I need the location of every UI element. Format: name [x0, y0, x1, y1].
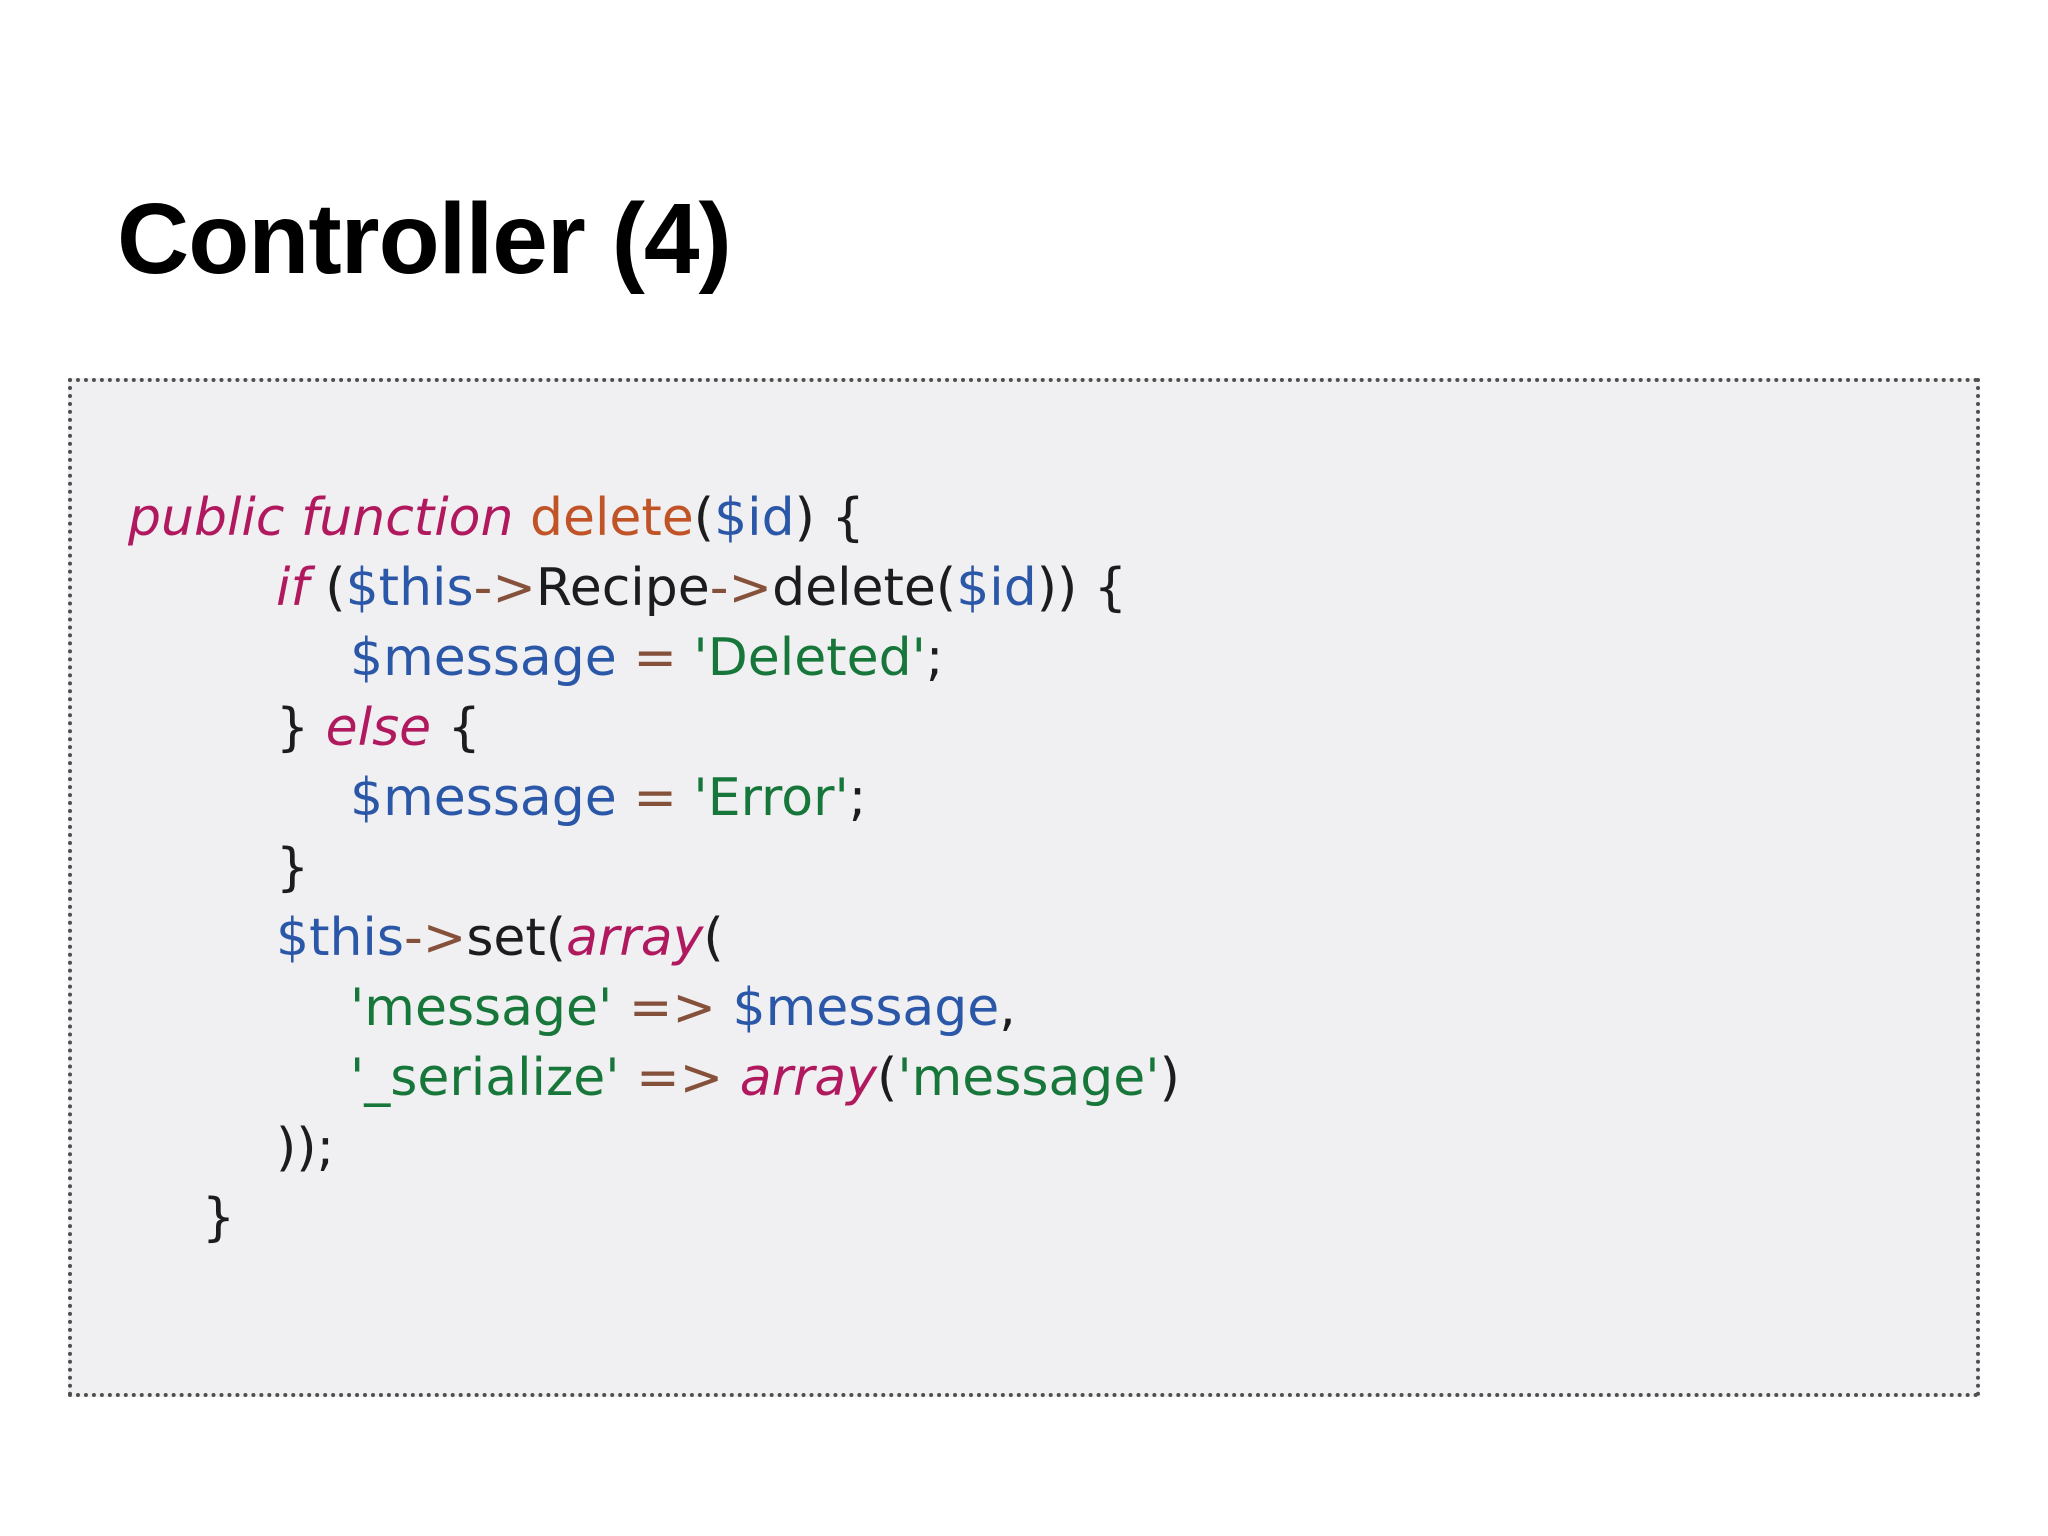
- code-token-variable: $id: [956, 558, 1037, 618]
- code-token-plain: ;: [848, 768, 867, 828]
- code-token-string: 'message': [350, 978, 613, 1038]
- code-token-plain: Recipe: [535, 558, 710, 618]
- code-token-string: 'Error': [693, 768, 849, 828]
- code-token-keyword: if: [276, 558, 309, 618]
- code-token-plain: [677, 768, 694, 828]
- code-line: $this->set(array(: [128, 903, 1936, 973]
- code-line: if ($this->Recipe->delete($id)) {: [128, 553, 1936, 623]
- code-token-variable: $id: [714, 488, 795, 548]
- code-token-plain: (: [877, 1048, 898, 1108]
- code-token-plain: [612, 978, 629, 1038]
- code-token-operator: =>: [628, 978, 716, 1038]
- code-token-string: 'Deleted': [693, 628, 926, 688]
- code-token-plain: [723, 1048, 740, 1108]
- code-token-variable: $this: [345, 558, 474, 618]
- code-token-plain: ) {: [794, 488, 865, 548]
- code-token-variable: $this: [276, 908, 404, 968]
- code-token-plain: ,: [999, 978, 1016, 1038]
- code-token-keyword: array: [739, 1048, 878, 1108]
- code-token-plain: ));: [276, 1118, 335, 1178]
- code-token-plain: [677, 628, 694, 688]
- code-token-plain: {: [431, 698, 481, 758]
- code-token-plain: (: [308, 558, 346, 618]
- code-token-string: 'message': [897, 1048, 1160, 1108]
- code-token-plain: ;: [925, 628, 944, 688]
- code-token-plain: [620, 1048, 637, 1108]
- code-token-operator: =: [633, 628, 677, 688]
- code-line: $message = 'Deleted';: [128, 623, 1936, 693]
- code-line: ));: [128, 1113, 1936, 1183]
- code-token-plain: (: [693, 488, 715, 548]
- code-token-operator: =: [633, 768, 677, 828]
- code-token-keyword: array: [566, 908, 704, 968]
- code-token-keyword: else: [325, 698, 432, 758]
- code-line: 'message' => $message,: [128, 973, 1936, 1043]
- code-token-function_name: delete: [529, 488, 694, 548]
- code-block: public function delete($id) {if ($this->…: [68, 378, 1980, 1397]
- code-token-plain: [617, 768, 634, 828]
- code-token-plain: )) {: [1036, 558, 1127, 618]
- code-line: }: [128, 833, 1936, 903]
- code-token-variable: $message: [350, 628, 617, 688]
- code-token-variable: $message: [732, 978, 1000, 1038]
- code-token-plain: (: [703, 908, 724, 968]
- page-title: Controller (4): [117, 183, 732, 295]
- code-token-plain: [617, 628, 634, 688]
- code-line: public function delete($id) {: [128, 483, 1936, 553]
- code-token-keyword: function: [301, 488, 514, 548]
- code-token-plain: [513, 488, 530, 548]
- code-token-string: '_serialize': [350, 1048, 620, 1108]
- code-token-plain: delete(: [772, 558, 957, 618]
- code-token-variable: $message: [350, 768, 617, 828]
- code-token-plain: }: [276, 838, 310, 898]
- code-token-plain: set(: [466, 908, 567, 968]
- code-token-keyword: public: [128, 488, 285, 548]
- code-token-plain: ): [1159, 1048, 1180, 1108]
- code-line: '_serialize' => array('message'): [128, 1043, 1936, 1113]
- code-line: }: [128, 1183, 1936, 1253]
- code-line: } else {: [128, 693, 1936, 763]
- code-token-operator: =>: [636, 1048, 724, 1108]
- code-token-plain: }: [276, 698, 326, 758]
- code-token-operator: ->: [473, 558, 536, 618]
- code-token-operator: ->: [403, 908, 467, 968]
- code-token-operator: ->: [709, 558, 773, 618]
- code-token-plain: [284, 488, 301, 548]
- code-line: $message = 'Error';: [128, 763, 1936, 833]
- code-token-plain: [716, 978, 733, 1038]
- code-token-plain: }: [202, 1188, 236, 1248]
